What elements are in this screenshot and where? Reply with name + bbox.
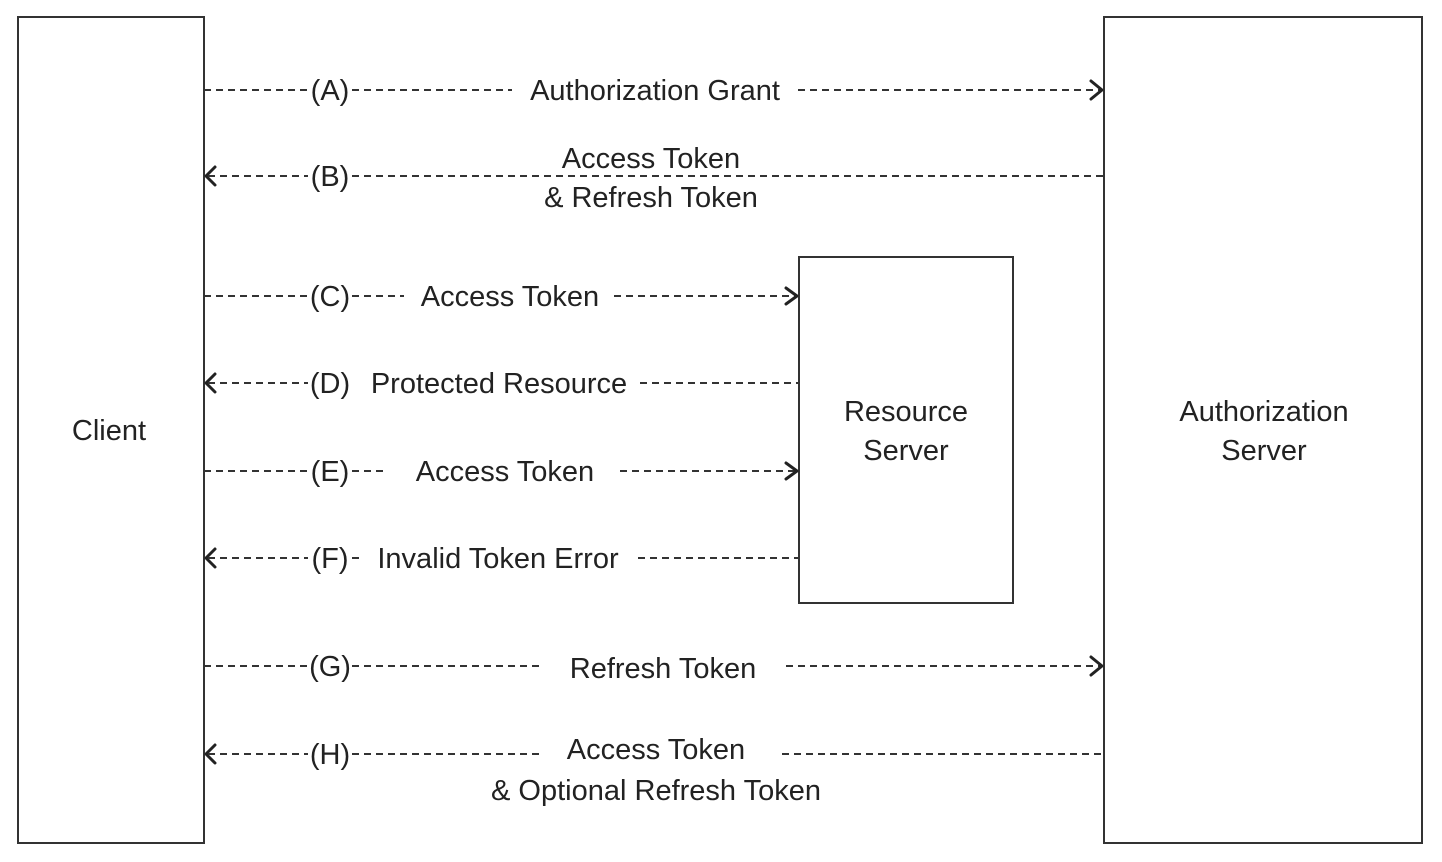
flow-h: (H) Access Token & Optional Refresh Toke… bbox=[204, 734, 1104, 807]
flow-a: (A) Authorization Grant bbox=[204, 75, 1104, 107]
client-box bbox=[17, 16, 205, 844]
flow-c-label: Access Token bbox=[421, 281, 599, 313]
flow-d: (D) Protected Resource bbox=[204, 368, 799, 400]
flow-e-label: Access Token bbox=[416, 456, 594, 488]
flow-b-label-line2: & Refresh Token bbox=[544, 182, 758, 214]
flow-c-arrowhead bbox=[784, 286, 799, 306]
flow-c: (C) Access Token bbox=[204, 281, 799, 313]
flow-a-arrowhead bbox=[1089, 79, 1104, 101]
flow-g: (G) Refresh Token bbox=[204, 651, 1104, 685]
flow-d-arrowhead bbox=[204, 372, 217, 394]
authorization-server-box bbox=[1103, 16, 1423, 844]
flow-f-label: Invalid Token Error bbox=[377, 543, 619, 575]
flow-a-marker: (A) bbox=[311, 75, 350, 107]
flow-b-label-line1: Access Token bbox=[562, 143, 740, 175]
flow-f-arrowhead bbox=[204, 547, 217, 569]
resource-server-box bbox=[798, 256, 1014, 604]
authorization-server-node: Authorization Server bbox=[1103, 16, 1423, 844]
resource-server-node: Resource Server bbox=[798, 256, 1014, 604]
resource-server-label-line2: Server bbox=[863, 435, 949, 467]
flow-c-marker: (C) bbox=[310, 281, 350, 313]
flow-e-marker: (E) bbox=[311, 456, 350, 488]
flow-d-marker: (D) bbox=[310, 368, 350, 400]
flow-b-marker: (B) bbox=[311, 161, 350, 193]
flow-h-marker: (H) bbox=[310, 739, 350, 771]
flow-e: (E) Access Token bbox=[204, 456, 799, 488]
flow-b-arrowhead bbox=[204, 165, 217, 187]
flow-g-marker: (G) bbox=[309, 651, 351, 683]
flow-h-label-line2: & Optional Refresh Token bbox=[491, 775, 821, 807]
flow-g-label: Refresh Token bbox=[570, 653, 756, 685]
flow-e-arrowhead bbox=[784, 461, 799, 481]
flow-d-label: Protected Resource bbox=[371, 368, 627, 400]
flow-b: (B) Access Token & Refresh Token bbox=[204, 143, 1104, 214]
flow-a-label: Authorization Grant bbox=[530, 75, 780, 107]
flow-h-arrowhead bbox=[204, 743, 217, 765]
flow-f: (F) Invalid Token Error bbox=[204, 543, 799, 575]
authorization-server-label-line1: Authorization bbox=[1179, 396, 1348, 428]
client-node: Client bbox=[17, 16, 205, 844]
flow-h-label-line1: Access Token bbox=[567, 734, 745, 766]
flow-g-arrowhead bbox=[1089, 655, 1104, 677]
flow-f-marker: (F) bbox=[311, 543, 348, 575]
resource-server-label-line1: Resource bbox=[844, 396, 968, 428]
client-label: Client bbox=[72, 415, 146, 447]
authorization-server-label-line2: Server bbox=[1221, 435, 1307, 467]
